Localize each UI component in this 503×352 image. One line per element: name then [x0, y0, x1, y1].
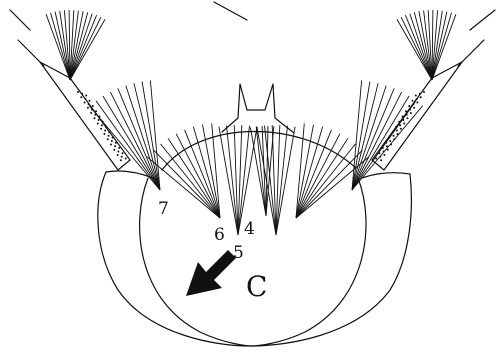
seta-label-6: 6: [214, 225, 225, 245]
right-antenna-outline: [372, 62, 462, 170]
seta-label-5: 5: [233, 243, 244, 263]
left-antenna-outline: [40, 62, 130, 170]
seta-label-7: 7: [158, 199, 169, 219]
inner-body-outline: [140, 178, 366, 346]
labrum-outline: [222, 84, 294, 133]
seta-label-4: 4: [244, 219, 255, 239]
top-segment-line: [214, 2, 247, 20]
panel-label: C: [246, 270, 267, 303]
arrow-icon: [186, 250, 236, 296]
head-capsule-outline: [98, 171, 412, 346]
seta-fan-1: [352, 80, 423, 190]
seta-fan-7: [89, 80, 160, 190]
setae-fans: [46, 10, 456, 235]
